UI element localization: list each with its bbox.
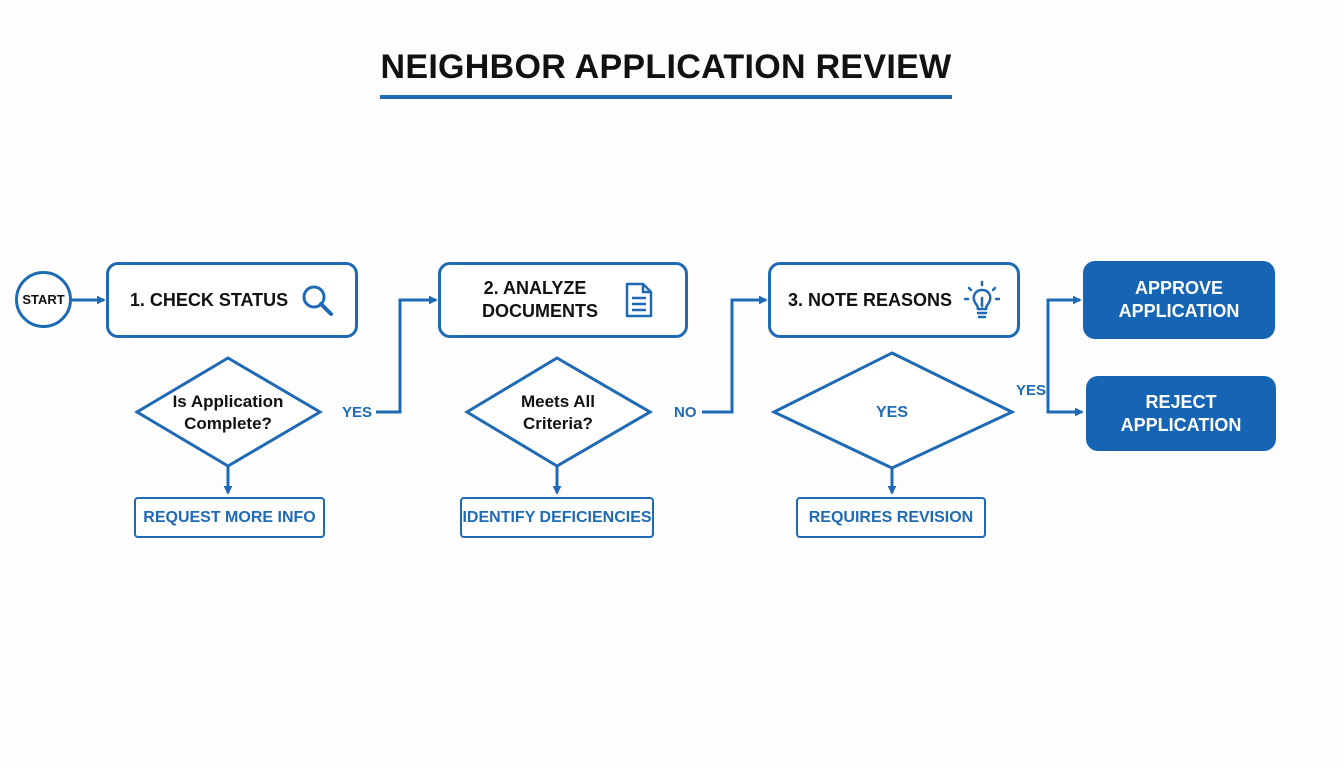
document-icon xyxy=(624,281,654,319)
decision-diamond-1 xyxy=(134,356,323,468)
magnifier-icon xyxy=(300,283,334,317)
step1-label: 1. CHECK STATUS xyxy=(129,289,289,310)
approve-text: APPROVE APPLICATION xyxy=(1119,277,1240,323)
step2-text: 2. ANALYZE DOCUMENTS xyxy=(472,277,598,323)
start-node: START xyxy=(15,271,72,328)
step-check-status: 1. CHECK STATUS xyxy=(106,262,358,338)
outcome2-label: IDENTIFY DEFICIENCIES xyxy=(462,508,652,526)
start-label: START xyxy=(22,292,65,307)
outcome-request-more-info: REQUEST MORE INFO xyxy=(134,497,325,538)
reject-text: REJECT APPLICATION xyxy=(1121,391,1242,437)
outcome3-label: REQUIRES REVISION xyxy=(808,508,974,526)
decision-diamond-2 xyxy=(464,356,653,468)
decision2-line1: Meets All xyxy=(520,392,595,411)
step2-line1: 2. ANALYZE xyxy=(483,278,587,298)
step-note-reasons: 3. NOTE REASONS xyxy=(768,262,1020,338)
page-title: NEIGHBOR APPLICATION REVIEW xyxy=(380,48,952,86)
title-underline xyxy=(380,95,952,99)
decision-diamond-3 xyxy=(770,351,1016,470)
outcome1-label: REQUEST MORE INFO xyxy=(143,508,316,526)
lightbulb-icon xyxy=(964,280,1001,320)
edge-to-approve xyxy=(1046,295,1082,412)
approve-line1: APPROVE xyxy=(1134,278,1223,298)
step2-line2: DOCUMENTS xyxy=(482,301,598,321)
decision1-line1: Is Application xyxy=(172,392,284,411)
outcome-identify-deficiencies: IDENTIFY DEFICIENCIES xyxy=(460,497,654,538)
edge-label-yes-3: YES xyxy=(1016,382,1047,399)
decision3-label: YES xyxy=(875,404,908,421)
step-analyze-documents: 2. ANALYZE DOCUMENTS xyxy=(438,262,688,338)
reject-line2: APPLICATION xyxy=(1120,414,1242,435)
edge-label-no-2: NO xyxy=(674,404,697,421)
reject-line1: REJECT xyxy=(1145,391,1217,412)
step3-label: 3. NOTE REASONS xyxy=(787,289,953,310)
outcome-requires-revision: REQUIRES REVISION xyxy=(796,497,986,538)
edge-decision1-step2 xyxy=(376,295,438,414)
approve-line2: APPLICATION xyxy=(1118,301,1240,321)
approve-application-box: APPROVE APPLICATION xyxy=(1083,261,1275,339)
decision1-label: Is Application Complete? xyxy=(148,391,308,435)
decision1-line2: Complete? xyxy=(184,414,272,433)
reject-application-box: REJECT APPLICATION xyxy=(1086,376,1276,451)
edge-to-reject xyxy=(1046,300,1084,417)
edge-decision2-step3 xyxy=(702,295,768,414)
decision2-label: Meets All Criteria? xyxy=(478,391,638,435)
decision2-line2: Criteria? xyxy=(523,414,593,433)
edge-label-yes-1: YES xyxy=(342,404,373,421)
